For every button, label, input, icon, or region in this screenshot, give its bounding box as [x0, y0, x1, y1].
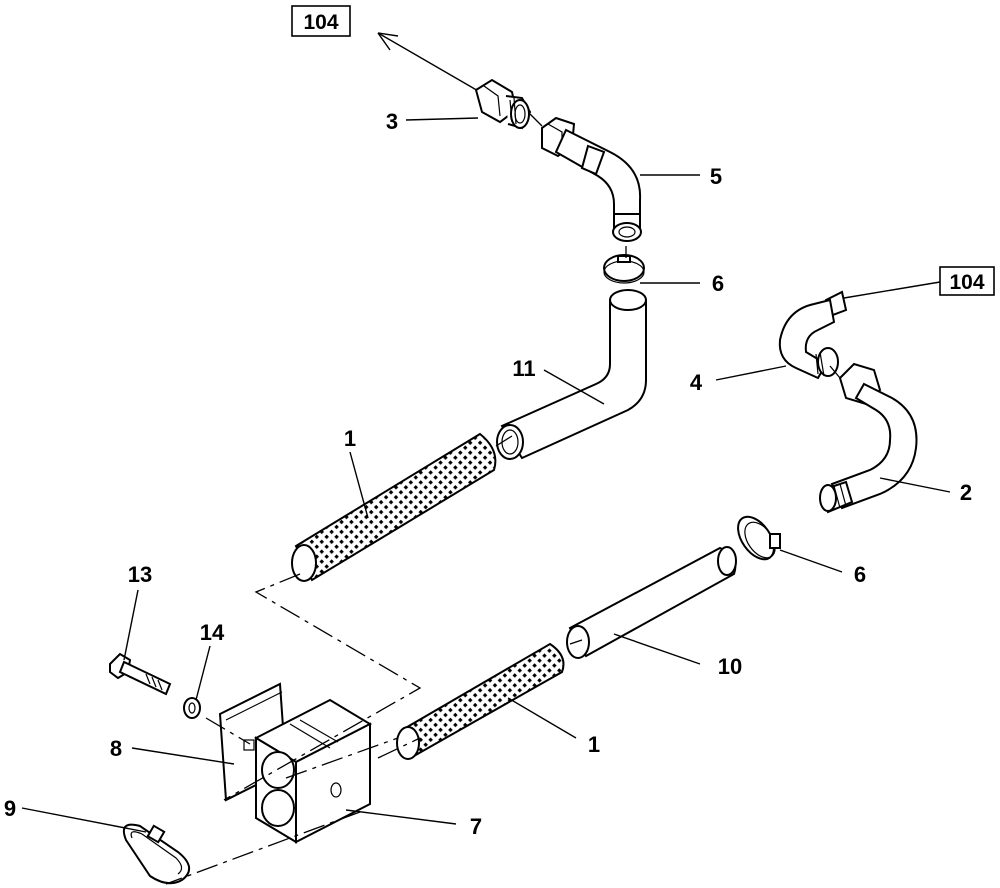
part-5-elbow-tube: [541, 116, 642, 242]
reference-right-104: 104: [939, 266, 995, 296]
part-6-hose-clamp-upper: [603, 254, 645, 284]
part-4-elbow-fitting: [778, 290, 848, 380]
part-9-strap-tie: [122, 823, 190, 885]
callout-1-lower: 1: [588, 732, 600, 757]
callout-6-lower: 6: [854, 562, 866, 587]
callout-4: 4: [690, 370, 703, 395]
part-13-bolt: [109, 652, 172, 696]
callout-6-upper: 6: [712, 271, 724, 296]
reference-top-104: 104: [291, 5, 481, 93]
part-10-straight-tube: [566, 546, 737, 659]
part-1-knurled-hose-upper: [291, 432, 497, 582]
direction-arrow: [377, 32, 481, 93]
part-3-union-fitting: [474, 78, 532, 130]
callout-labels: 3 5 6 11 4 2 1 6 13 14 10 1 8 9 7: [4, 109, 972, 839]
callout-2: 2: [960, 480, 972, 505]
assembly-center-lines: [165, 113, 841, 885]
callout-3: 3: [386, 109, 398, 134]
part-11-bent-tube: [496, 289, 647, 460]
part-14-washer: [183, 697, 201, 719]
callout-9: 9: [4, 796, 16, 821]
callout-13: 13: [128, 562, 152, 587]
callout-8: 8: [110, 736, 122, 761]
callout-14: 14: [200, 620, 225, 645]
callout-7: 7: [470, 814, 482, 839]
part-1-knurled-hose-lower: [396, 642, 565, 760]
part-6-hose-clamp-lower: [737, 515, 781, 561]
reference-right-label: 104: [949, 271, 984, 294]
callout-1-upper: 1: [344, 426, 356, 451]
part-2-bent-tube: [819, 362, 918, 514]
callout-11: 11: [512, 356, 535, 381]
reference-top-label: 104: [303, 11, 338, 34]
callout-10: 10: [718, 654, 742, 679]
callout-5: 5: [710, 164, 722, 189]
leader-lines: [21, 117, 951, 833]
